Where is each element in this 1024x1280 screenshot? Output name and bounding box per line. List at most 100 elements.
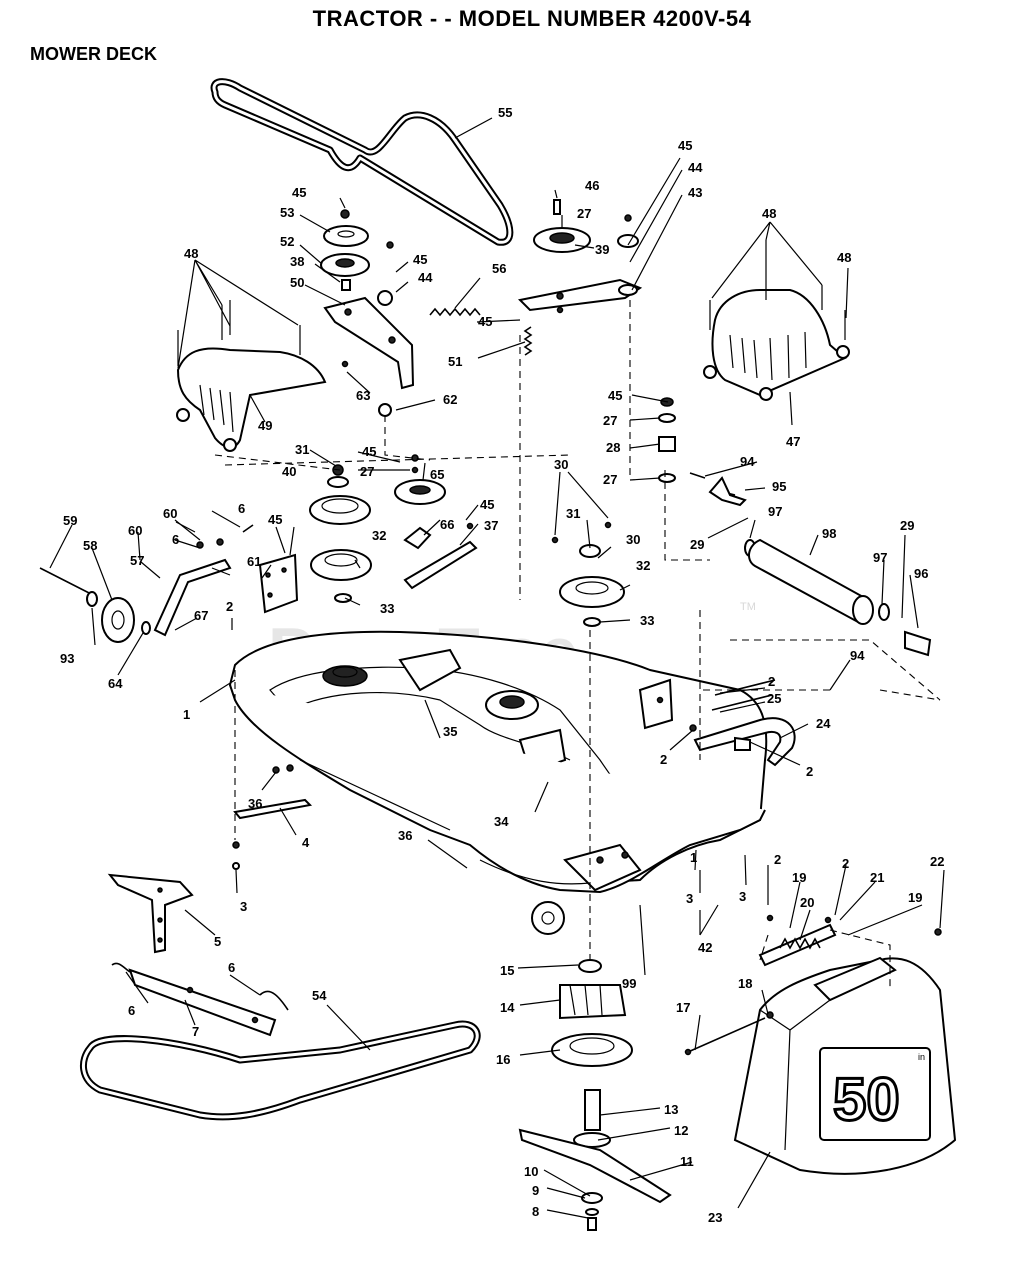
gauge-wheel-arm — [39, 524, 254, 643]
chute-badge-number: 50 — [833, 1066, 900, 1133]
callout-56: 56 — [492, 261, 506, 276]
callout-16: 16 — [496, 1052, 510, 1067]
callout-66: 66 — [440, 517, 454, 532]
rear-spring-assembly — [758, 914, 942, 967]
callout-65: 65 — [430, 467, 444, 482]
callout-14: 14 — [500, 1000, 515, 1015]
callout-49: 49 — [258, 418, 272, 433]
callout-21: 21 — [870, 870, 884, 885]
callout-94: 94 — [740, 454, 755, 469]
callout-2: 2 — [774, 852, 781, 867]
callout-45: 45 — [292, 185, 306, 200]
callout-7: 7 — [192, 1024, 199, 1039]
callout-45: 45 — [478, 314, 492, 329]
deck-skirt-front — [229, 684, 766, 935]
callout-8: 8 — [532, 1204, 539, 1219]
callout-97: 97 — [873, 550, 887, 565]
callout-42: 42 — [698, 940, 712, 955]
callout-99: 99 — [622, 976, 636, 991]
front-hanger-bracket — [232, 764, 313, 870]
callout-30: 30 — [554, 457, 568, 472]
callout-48: 48 — [762, 206, 776, 221]
callout-24: 24 — [816, 716, 831, 731]
callout-60: 60 — [163, 506, 177, 521]
spacer-stack — [658, 397, 676, 483]
callout-94: 94 — [850, 648, 865, 663]
callout-1: 1 — [183, 707, 190, 722]
callout-64: 64 — [108, 676, 123, 691]
callout-45: 45 — [480, 497, 494, 512]
callout-44: 44 — [418, 270, 433, 285]
callout-9: 9 — [532, 1183, 539, 1198]
callout-35: 35 — [443, 724, 457, 739]
callout-3: 3 — [686, 891, 693, 906]
callout-31: 31 — [295, 442, 309, 457]
discharge-chute: 50 in — [733, 956, 957, 1175]
callout-37: 37 — [484, 518, 498, 533]
callout-33: 33 — [640, 613, 654, 628]
upper-drive-belt — [210, 78, 514, 246]
callout-19: 19 — [908, 890, 922, 905]
callout-2: 2 — [768, 674, 775, 689]
blade-spindle-assembly — [518, 959, 672, 1231]
callout-97: 97 — [768, 504, 782, 519]
callout-51: 51 — [448, 354, 462, 369]
callout-22: 22 — [930, 854, 944, 869]
callout-25: 25 — [767, 691, 781, 706]
section-title: MOWER DECK — [30, 44, 157, 64]
callout-36: 36 — [398, 828, 412, 843]
deck-roller — [689, 472, 932, 657]
callout-57: 57 — [130, 553, 144, 568]
callout-59: 59 — [63, 513, 77, 528]
callout-5: 5 — [214, 934, 221, 949]
callout-29: 29 — [900, 518, 914, 533]
callout-93: 93 — [60, 651, 74, 666]
callout-33: 33 — [380, 601, 394, 616]
callout-43: 43 — [688, 185, 702, 200]
callout-62: 62 — [443, 392, 457, 407]
callout-19: 19 — [792, 870, 806, 885]
spindle-pulley-right — [551, 521, 625, 627]
idler-arm-left — [323, 241, 415, 417]
callout-13: 13 — [664, 1102, 678, 1117]
callout-2: 2 — [806, 764, 813, 779]
callout-48: 48 — [184, 246, 198, 261]
callout-31: 31 — [566, 506, 580, 521]
callout-1: 1 — [690, 850, 697, 865]
callout-60: 60 — [128, 523, 142, 538]
callout-53: 53 — [280, 205, 294, 220]
callout-2: 2 — [842, 856, 849, 871]
callout-labels: 55 46 45 44 43 27 39 45 53 52 38 50 45 4… — [60, 105, 944, 1225]
alignment-guides — [214, 300, 941, 990]
callout-40: 40 — [282, 464, 296, 479]
callout-45: 45 — [413, 252, 427, 267]
bracket-66-37 — [403, 522, 478, 590]
center-pulley — [394, 454, 446, 505]
belt-shield-right — [703, 240, 850, 401]
callout-45: 45 — [362, 444, 376, 459]
callout-2: 2 — [226, 599, 233, 614]
idler-pulley-right — [517, 199, 643, 314]
callout-6: 6 — [128, 1003, 135, 1018]
callout-17: 17 — [676, 1000, 690, 1015]
callout-12: 12 — [674, 1123, 688, 1138]
callout-38: 38 — [290, 254, 304, 269]
chute-badge-mark: in — [918, 1052, 925, 1062]
callout-6: 6 — [238, 501, 245, 516]
callout-48: 48 — [837, 250, 851, 265]
callout-3: 3 — [739, 889, 746, 904]
spindle-pulley-left — [309, 464, 372, 603]
callout-3: 3 — [240, 899, 247, 914]
callout-18: 18 — [738, 976, 752, 991]
callout-leaders — [49, 117, 945, 1219]
callout-45: 45 — [678, 138, 692, 153]
callout-2: 2 — [660, 752, 667, 767]
callout-54: 54 — [312, 988, 327, 1003]
callout-32: 32 — [636, 558, 650, 573]
callout-11: 11 — [680, 1154, 694, 1169]
callout-61: 61 — [247, 554, 261, 569]
callout-45: 45 — [608, 388, 622, 403]
callout-67: 67 — [194, 608, 208, 623]
front-link-5-7 — [107, 873, 289, 1037]
